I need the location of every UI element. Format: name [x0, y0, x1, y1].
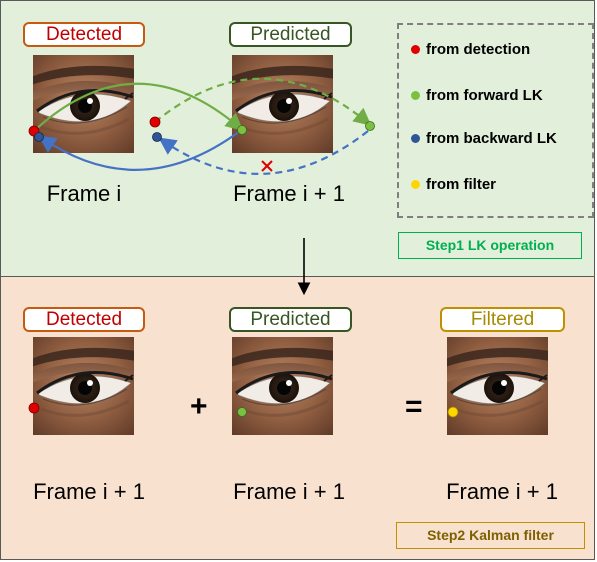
equals-sign: = [405, 390, 423, 423]
step1-frame-i-label: Frame i [46, 181, 122, 206]
legend-item-filter: from filter [411, 176, 496, 193]
step2-filtered-tag: Filtered [440, 307, 565, 332]
legend-item-backward-lk: from backward LK [411, 130, 557, 147]
step1-frame-i1-label: Frame i + 1 [233, 181, 345, 206]
step1-frame-i-eye-image [33, 55, 134, 153]
step2-frame1-label: Frame i + 1 [33, 479, 145, 504]
yellow-dot-icon [411, 179, 420, 189]
legend-item-detection: from detection [411, 41, 530, 58]
step2-predicted-tag: Predicted [229, 307, 352, 332]
legend: from detection from forward LK from back… [397, 23, 594, 218]
step2-predicted-eye-image [232, 337, 333, 435]
red-dot-icon [411, 44, 420, 54]
step1-predicted-tag: Predicted [229, 22, 352, 47]
step2-filtered-eye-image [447, 337, 548, 435]
step2-frame2-label: Frame i + 1 [233, 479, 345, 504]
step1-frame-i1-eye-image [232, 55, 333, 153]
plus-sign: + [190, 390, 208, 423]
panel-divider [1, 276, 595, 277]
step1-detected-tag: Detected [23, 22, 145, 47]
green-dot-icon [411, 90, 420, 100]
blue-dot-icon [411, 133, 420, 143]
step2-detected-tag: Detected [23, 307, 145, 332]
step2-detected-eye-image [33, 337, 134, 435]
step1-label-box: Step1 LK operation [398, 232, 582, 259]
step2-frame3-label: Frame i + 1 [446, 479, 558, 504]
step2-label-box: Step2 Kalman filter [396, 522, 585, 549]
legend-item-forward-lk: from forward LK [411, 87, 543, 104]
